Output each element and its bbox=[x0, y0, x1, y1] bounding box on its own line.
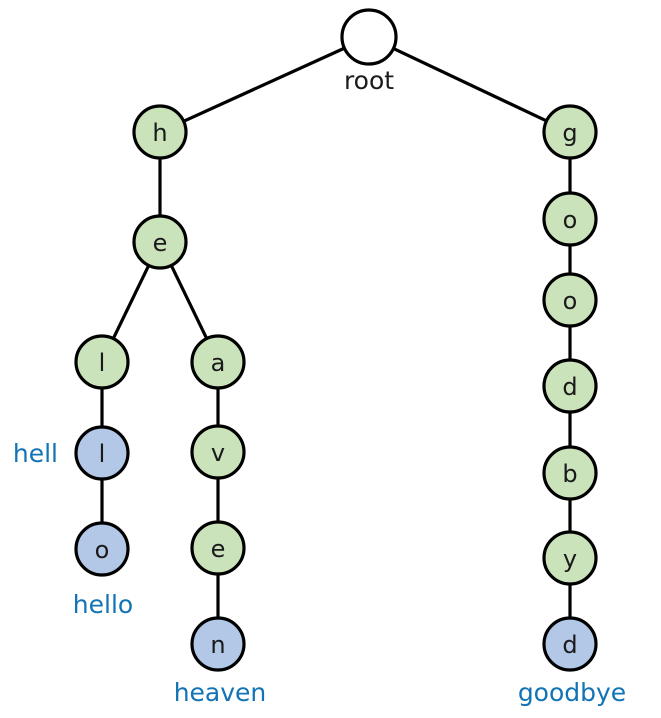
node-letter: e bbox=[211, 535, 226, 563]
prefix-node-circle[interactable] bbox=[542, 191, 598, 247]
word-label-hell: hell bbox=[13, 439, 58, 468]
trie-node[interactable]: d bbox=[542, 616, 598, 672]
prefix-node-circle[interactable] bbox=[190, 424, 246, 480]
trie-node[interactable]: l bbox=[74, 425, 130, 481]
trie-node[interactable]: l bbox=[74, 334, 130, 390]
trie-edge bbox=[169, 263, 209, 341]
prefix-node-circle[interactable] bbox=[132, 214, 188, 270]
trie-node-root[interactable] bbox=[340, 8, 398, 66]
prefix-node-circle[interactable] bbox=[542, 445, 598, 501]
prefix-node-circle[interactable] bbox=[542, 104, 598, 160]
trie-node[interactable]: h bbox=[132, 104, 188, 160]
prefix-node-circle[interactable] bbox=[190, 520, 246, 576]
trie-node[interactable]: a bbox=[190, 334, 246, 390]
node-letter: g bbox=[562, 119, 577, 147]
prefix-node-circle[interactable] bbox=[542, 358, 598, 414]
prefix-node-circle[interactable] bbox=[542, 272, 598, 328]
word-label-heaven: heaven bbox=[174, 678, 267, 707]
trie-edge bbox=[111, 263, 151, 341]
edges-group bbox=[100, 46, 572, 619]
trie-node[interactable]: g bbox=[542, 104, 598, 160]
trie-node[interactable]: o bbox=[542, 272, 598, 328]
trie-node[interactable]: e bbox=[190, 520, 246, 576]
trie-node[interactable]: n bbox=[190, 616, 246, 672]
prefix-node-circle[interactable] bbox=[542, 530, 598, 586]
prefix-node-circle[interactable] bbox=[190, 334, 246, 390]
node-letter: n bbox=[210, 631, 225, 659]
node-letter: o bbox=[563, 206, 578, 234]
trie-node[interactable]: d bbox=[542, 358, 598, 414]
node-letter: b bbox=[562, 460, 577, 488]
trie-node[interactable]: e bbox=[132, 214, 188, 270]
node-letter: a bbox=[211, 349, 226, 377]
node-letter: d bbox=[562, 631, 577, 659]
root-node-circle[interactable] bbox=[340, 8, 398, 66]
root-caption: root bbox=[344, 66, 394, 95]
node-letter: y bbox=[563, 545, 577, 573]
end-of-word-node-circle[interactable] bbox=[74, 425, 130, 481]
prefix-node-circle[interactable] bbox=[132, 104, 188, 160]
word-label-hello: hello bbox=[73, 590, 133, 619]
trie-node[interactable]: v bbox=[190, 424, 246, 480]
node-letter: o bbox=[563, 287, 578, 315]
node-letter: e bbox=[153, 229, 168, 257]
trie-edge bbox=[182, 46, 346, 124]
node-letter: d bbox=[562, 373, 577, 401]
trie-edge bbox=[391, 46, 549, 123]
trie-node[interactable]: b bbox=[542, 445, 598, 501]
node-letter: h bbox=[152, 119, 167, 147]
prefix-node-circle[interactable] bbox=[74, 334, 130, 390]
trie-node[interactable]: o bbox=[542, 191, 598, 247]
trie-node[interactable]: y bbox=[542, 530, 598, 586]
end-of-word-node-circle[interactable] bbox=[542, 616, 598, 672]
node-letter: l bbox=[99, 440, 106, 468]
word-label-goodbye: goodbye bbox=[518, 678, 626, 707]
end-of-word-node-circle[interactable] bbox=[190, 616, 246, 672]
trie-node[interactable]: o bbox=[74, 521, 130, 577]
end-of-word-node-circle[interactable] bbox=[74, 521, 130, 577]
node-letter: l bbox=[99, 349, 106, 377]
node-letter: o bbox=[95, 536, 110, 564]
node-letter: v bbox=[211, 439, 225, 467]
